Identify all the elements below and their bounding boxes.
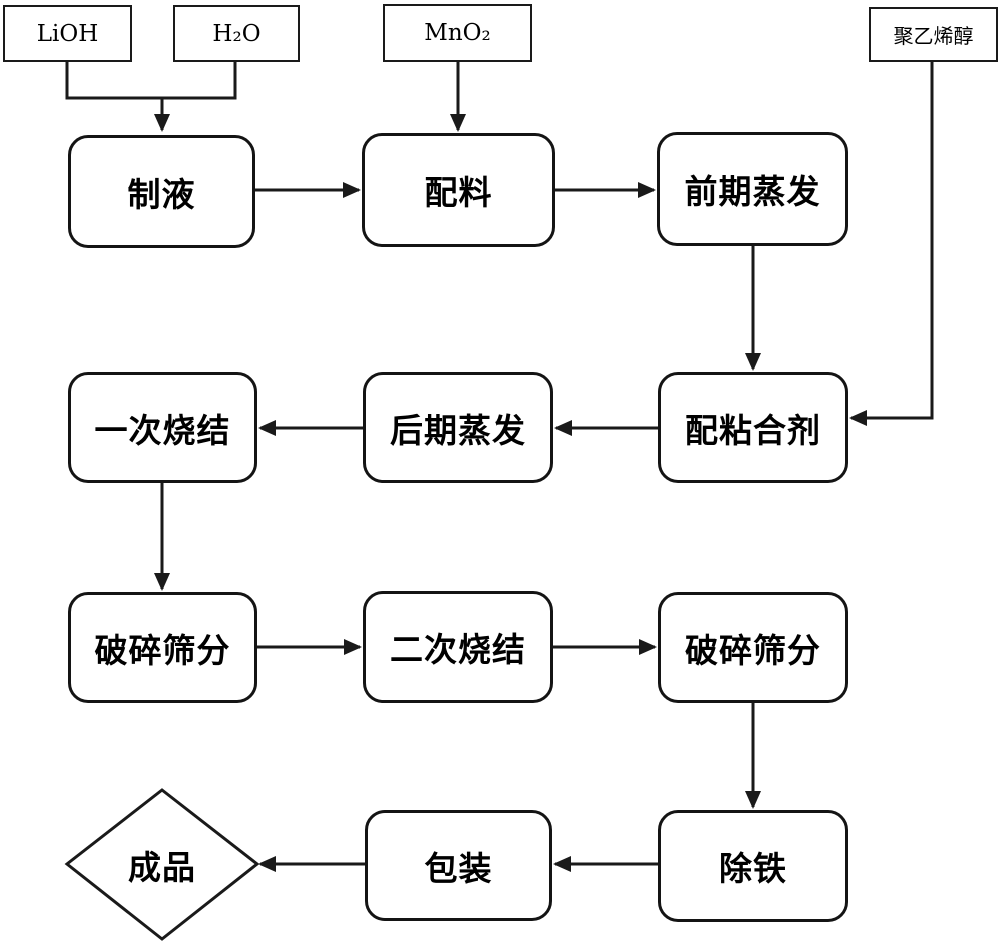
process-box-first-sintering: 一次烧结: [68, 372, 257, 483]
process-label-crush-screen-2: 破碎筛分: [685, 631, 821, 669]
input-box-lioh: LiOH: [3, 5, 132, 62]
process-box-crush-screen-1: 破碎筛分: [68, 592, 257, 703]
process-label-batching: 配料: [424, 174, 493, 211]
input-box-h2o: H₂O: [173, 5, 300, 62]
input-label-mno2: MnO₂: [424, 20, 491, 46]
process-label-early-evaporation: 前期蒸发: [684, 173, 821, 210]
input-box-mno2: MnO₂: [383, 4, 532, 62]
process-box-iron-removal: 除铁: [658, 810, 848, 922]
process-box-solution-prep: 制液: [68, 135, 255, 248]
process-box-batching: 配料: [362, 133, 555, 247]
input-box-polyvinyl-alcohol: 聚乙烯醇: [869, 7, 998, 62]
process-label-late-evaporation: 后期蒸发: [390, 411, 526, 449]
process-label-second-sintering: 二次烧结: [390, 631, 526, 668]
input-label-h2o: H₂O: [212, 20, 261, 47]
process-label-binder-mixing: 配粘合剂: [685, 411, 821, 449]
process-box-crush-screen-2: 破碎筛分: [658, 592, 848, 703]
process-box-early-evaporation: 前期蒸发: [657, 132, 848, 246]
edge-lioh-h2o-merge: [65, 62, 237, 100]
process-box-second-sintering: 二次烧结: [363, 591, 553, 703]
process-label-crush-screen-1: 破碎筛分: [94, 631, 231, 669]
process-label-first-sintering: 一次烧结: [94, 411, 231, 449]
input-label-lioh: LiOH: [36, 20, 99, 47]
process-label-iron-removal: 除铁: [719, 850, 787, 887]
finished-product-diamond: [64, 788, 260, 941]
input-label-polyvinyl-alcohol: 聚乙烯醇: [893, 24, 974, 48]
process-label-packaging: 包装: [424, 849, 493, 887]
process-label-solution-prep: 制液: [127, 175, 196, 213]
process-box-late-evaporation: 后期蒸发: [363, 372, 553, 483]
process-box-packaging: 包装: [365, 810, 552, 921]
terminal-label-finished-product: 成品: [128, 848, 196, 886]
edge-pva-to-binder-mixing: [849, 62, 934, 426]
terminal-finished-product: 成品: [92, 842, 232, 887]
process-box-binder-mixing: 配粘合剂: [658, 372, 848, 483]
